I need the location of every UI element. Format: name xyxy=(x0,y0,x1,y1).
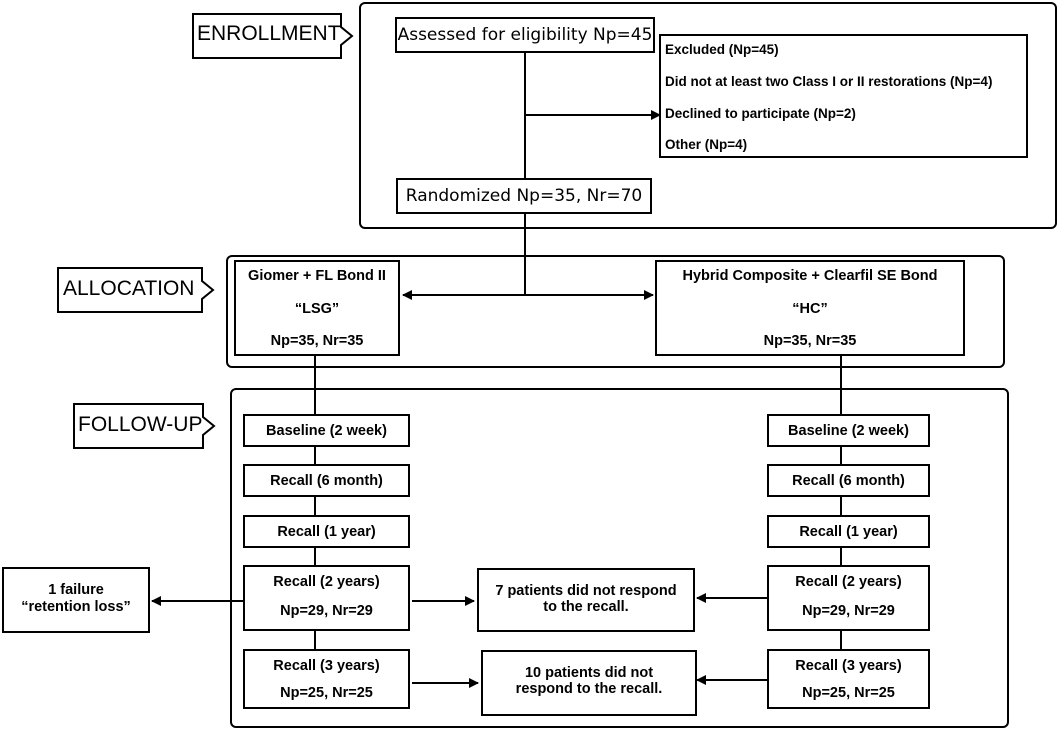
left-recall-3y-text: Recall (3 years) xyxy=(273,658,380,674)
left-recall-6m-text: Recall (6 month) xyxy=(270,472,383,489)
lsg-counts: Np=35, Nr=35 xyxy=(270,333,364,349)
allocation-hc-box: Hybrid Composite + Clearfil SE Bond “HC”… xyxy=(655,260,965,356)
lsg-code: “LSG” xyxy=(294,301,340,317)
failure-line2: “retention loss” xyxy=(21,599,131,615)
left-recall-3y-counts: Np=25, Nr=25 xyxy=(280,685,373,701)
excluded-box: Excluded (Np=45) Did not at least two Cl… xyxy=(659,34,1028,158)
left-recall-2y-counts: Np=29, Nr=29 xyxy=(280,603,373,619)
right-recall-6m-text: Recall (6 month) xyxy=(792,472,905,489)
right-recall-2y-text: Recall (2 years) xyxy=(795,574,902,590)
right-baseline-text: Baseline (2 week) xyxy=(788,422,909,439)
left-recall-6m-box: Recall (6 month) xyxy=(243,464,410,497)
excluded-reason-restorations: Did not at least two Class I or II resto… xyxy=(665,74,993,89)
dropout-3y-box: 10 patients did not respond to the recal… xyxy=(481,650,697,716)
left-recall-2y-box: Recall (2 years) Np=29, Nr=29 xyxy=(243,565,410,631)
excluded-reason-other: Other (Np=4) xyxy=(665,137,748,152)
dropout-2y-line1: 7 patients did not respond xyxy=(495,583,677,599)
left-recall-3y-box: Recall (3 years) Np=25, Nr=25 xyxy=(243,649,410,709)
left-recall-2y-text: Recall (2 years) xyxy=(273,574,380,590)
left-baseline-box: Baseline (2 week) xyxy=(243,414,410,447)
left-baseline-text: Baseline (2 week) xyxy=(266,422,387,439)
lsg-name: Giomer + FL Bond II xyxy=(248,268,386,284)
failure-box: 1 failure “retention loss” xyxy=(2,567,150,633)
right-recall-3y-text: Recall (3 years) xyxy=(795,658,902,674)
right-recall-3y-box: Recall (3 years) Np=25, Nr=25 xyxy=(767,649,930,709)
dropout-2y-box: 7 patients did not respond to the recall… xyxy=(477,568,695,632)
hc-code: “HC” xyxy=(792,301,828,317)
randomized-box: Randomized Np=35, Nr=70 xyxy=(396,178,652,214)
followup-tag-shape xyxy=(73,403,216,449)
right-recall-6m-box: Recall (6 month) xyxy=(767,464,930,497)
assessed-text: Assessed for eligibility Np=45 xyxy=(397,25,653,45)
right-recall-3y-counts: Np=25, Nr=25 xyxy=(802,685,895,701)
assessed-box: Assessed for eligibility Np=45 xyxy=(395,17,655,53)
right-recall-2y-counts: Np=29, Nr=29 xyxy=(802,603,895,619)
failure-line1: 1 failure xyxy=(48,582,104,598)
right-recall-1y-box: Recall (1 year) xyxy=(767,515,930,548)
dropout-2y-line2: to the recall. xyxy=(543,599,629,615)
hc-counts: Np=35, Nr=35 xyxy=(763,333,857,349)
allocation-tag-shape xyxy=(57,267,215,313)
left-recall-1y-text: Recall (1 year) xyxy=(277,523,376,540)
allocation-label: ALLOCATION xyxy=(63,277,195,300)
excluded-title: Excluded (Np=45) xyxy=(665,42,779,57)
excluded-reason-declined: Declined to participate (Np=2) xyxy=(665,106,856,121)
randomized-text: Randomized Np=35, Nr=70 xyxy=(405,186,643,206)
right-recall-2y-box: Recall (2 years) Np=29, Nr=29 xyxy=(767,565,930,631)
allocation-lsg-box: Giomer + FL Bond II “LSG” Np=35, Nr=35 xyxy=(234,260,400,356)
right-baseline-box: Baseline (2 week) xyxy=(767,414,930,447)
followup-label: FOLLOW-UP xyxy=(78,413,203,436)
enrollment-label: ENROLLMENT xyxy=(197,22,341,45)
dropout-3y-line1: 10 patients did not xyxy=(524,665,654,681)
dropout-3y-line2: respond to the recall. xyxy=(515,681,663,697)
hc-name: Hybrid Composite + Clearfil SE Bond xyxy=(682,268,938,284)
enrollment-tag-shape xyxy=(192,13,354,59)
right-recall-1y-text: Recall (1 year) xyxy=(799,523,898,540)
left-recall-1y-box: Recall (1 year) xyxy=(243,515,410,548)
